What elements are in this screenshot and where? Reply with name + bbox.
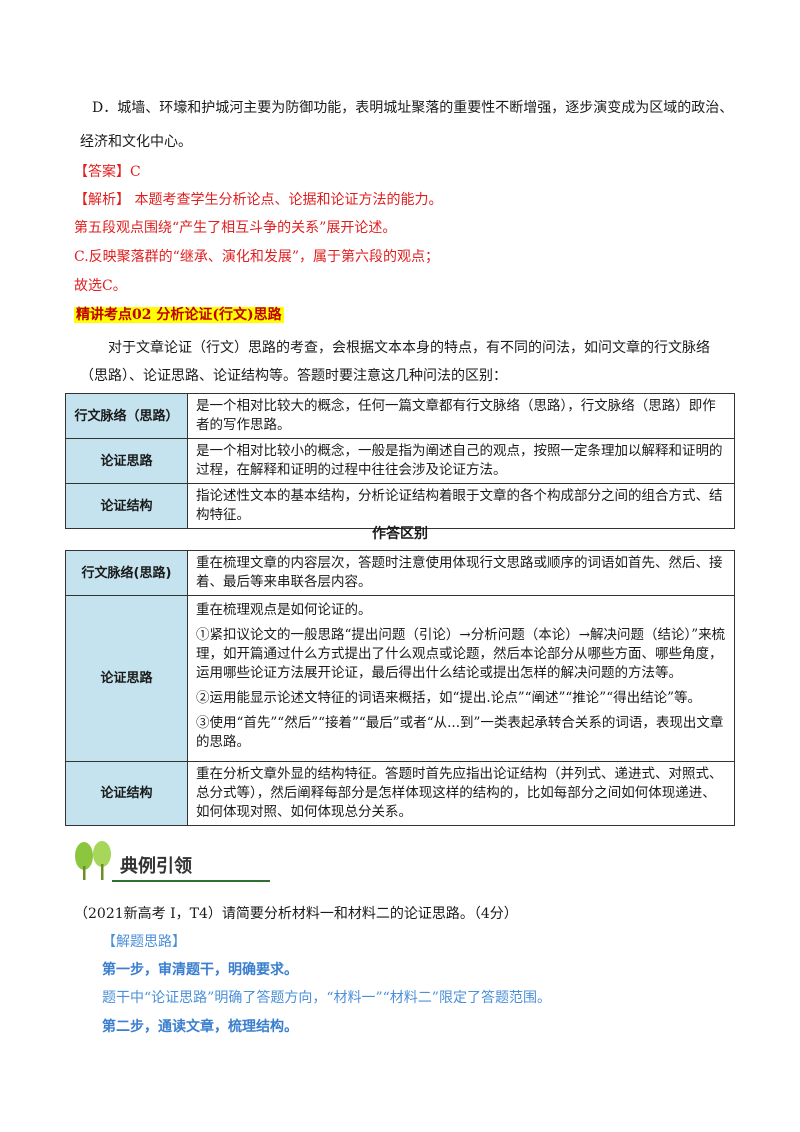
intro-paragraph: 对于文章论证（行文）思路的考查，会根据文本本身的特点，有不同的问法，如问文章的行… bbox=[80, 340, 710, 384]
question: （2021新高考 I，T4）请简要分析材料一和材料二的论证思路。（4分） bbox=[74, 906, 518, 922]
row-label: 论证思路 bbox=[65, 595, 188, 762]
desc-paragraph: ③使用“首先”“然后”“接着”“最后”或者“从...到”一类表起承转合关系的词语… bbox=[196, 715, 724, 750]
example-banner: 典例引领 bbox=[70, 840, 270, 885]
section-heading: 精讲考点02 分析论证(行文)思路 bbox=[74, 305, 284, 325]
analysis-line4: 故选C。 bbox=[74, 278, 127, 294]
analysis-line3: C.反映聚落群的“继承、演化和发展”，属于第六段的观点； bbox=[74, 249, 439, 265]
table-row: 论证结构 重在分析文章外显的结构特征。答题时首先应指出论证结构（并列式、递进式、… bbox=[65, 761, 735, 826]
answer: 【答案】C bbox=[74, 162, 141, 182]
concept-table: 行文脉络（思路） 是一个相对比较大的概念，任何一篇文章都有行文脉络（思路），行文… bbox=[65, 393, 735, 529]
table-row: 论证思路 重在梳理观点是如何论证的。 ①紧扣议论文的一般思路“提出问题（引论）→… bbox=[65, 595, 735, 762]
analysis-line1: 【解析】 本题考查学生分析论点、论据和论证方法的能力。 bbox=[74, 190, 442, 210]
table-row: 行文脉络(思路) 重在梳理文章的内容层次，答题时注意使用体现行文思路或顺序的词语… bbox=[65, 550, 735, 596]
row-label: 行文脉络（思路） bbox=[65, 393, 188, 439]
step1-text: 题干中“论证思路”明确了答题方向，“材料一”“材料二”限定了答题范围。 bbox=[102, 990, 551, 1006]
row-desc: 重在梳理观点是如何论证的。 ①紧扣议论文的一般思路“提出问题（引论）→分析问题（… bbox=[187, 595, 735, 762]
step1: 第一步，审清题干，明确要求。 bbox=[102, 962, 298, 978]
analysis-text: 本题考查学生分析论点、论据和论证方法的能力。 bbox=[130, 192, 443, 208]
analysis-line2: 第五段观点围绕“产生了相互斗争的关系”展开论述。 bbox=[74, 220, 397, 236]
desc-paragraph: ②运用能显示论述文特征的词语来概括，如“提出.论点”“阐述”“推论”“得出结论”… bbox=[196, 690, 702, 706]
row-desc: 是一个相对比较大的概念，任何一篇文章都有行文脉络（思路），行文脉络（思路）即作者… bbox=[187, 393, 735, 439]
option-d-line1: D．城墙、环壕和护城河主要为防御功能，表明城址聚落的重要性不断增强，逐步演变成为… bbox=[92, 100, 734, 116]
table-row: 论证结构 指论述性文本的基本结构，分析论证结构着眼于文章的各个构成部分之间的组合… bbox=[65, 483, 735, 529]
banner-title: 典例引领 bbox=[120, 856, 192, 877]
row-desc: 重在分析文章外显的结构特征。答题时首先应指出论证结构（并列式、递进式、对照式、总… bbox=[187, 761, 735, 826]
step2: 第二步，通读文章，梳理结构。 bbox=[102, 1019, 298, 1035]
row-label: 论证思路 bbox=[65, 438, 188, 484]
tree-icon bbox=[75, 841, 111, 880]
row-label: 论证结构 bbox=[65, 483, 188, 529]
table-row: 行文脉络（思路） 是一个相对比较大的概念，任何一篇文章都有行文脉络（思路），行文… bbox=[65, 393, 735, 439]
answer-difference-table: 行文脉络(思路) 重在梳理文章的内容层次，答题时注意使用体现行文思路或顺序的词语… bbox=[65, 550, 735, 826]
row-label: 行文脉络(思路) bbox=[65, 550, 188, 596]
section-heading-text: 精讲考点02 分析论证(行文)思路 bbox=[74, 307, 284, 323]
row-desc: 重在梳理文章的内容层次，答题时注意使用体现行文思路或顺序的词语如首先、然后、接着… bbox=[187, 550, 735, 596]
analysis-label: 【解析】 bbox=[74, 192, 130, 208]
desc-paragraph: ①紧扣议论文的一般思路“提出问题（引论）→分析问题（本论）→解决问题（结论）”来… bbox=[196, 627, 726, 681]
solve-label: 【解题思路】 bbox=[102, 934, 186, 950]
option-d-line2: 经济和文化中心。 bbox=[80, 134, 192, 150]
row-label: 论证结构 bbox=[65, 761, 188, 826]
table-row: 论证思路 是一个相对比较小的概念，一般是指为阐述自己的观点，按照一定条理加以解释… bbox=[65, 438, 735, 484]
table-caption: 作答区别 bbox=[372, 526, 428, 542]
banner-underline bbox=[112, 880, 270, 882]
answer-label: 【答案】 bbox=[74, 164, 130, 180]
desc-paragraph: 重在梳理观点是如何论证的。 bbox=[196, 602, 372, 618]
answer-value: C bbox=[130, 164, 141, 180]
row-desc: 是一个相对比较小的概念，一般是指为阐述自己的观点，按照一定条理加以解释和证明的过… bbox=[187, 438, 735, 484]
row-desc: 指论述性文本的基本结构，分析论证结构着眼于文章的各个构成部分之间的组合方式、结构… bbox=[187, 483, 735, 529]
